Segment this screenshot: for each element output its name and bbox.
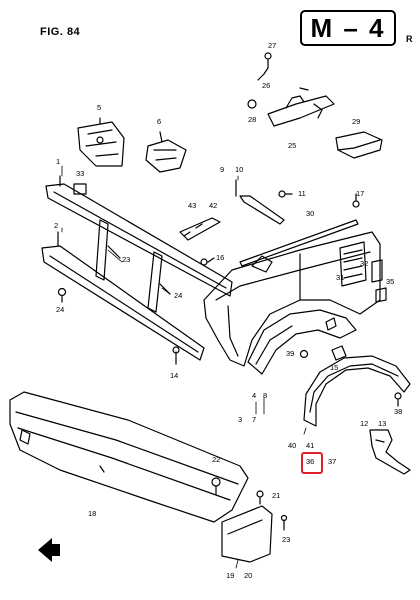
callout-26: 25 xyxy=(288,141,297,150)
callout-43: 42 xyxy=(209,201,218,210)
part-22-bolt xyxy=(211,477,221,495)
section-code-badge: M – 4 xyxy=(300,10,396,46)
callout-27: 26 xyxy=(262,81,271,90)
callout-36: 35 xyxy=(386,277,395,286)
part-17-bolt xyxy=(352,193,360,208)
part-43-bracket xyxy=(179,217,221,241)
callout-24-upper: 23 xyxy=(122,255,131,264)
callout-30: 29 xyxy=(352,117,361,126)
part-12-mud-guard xyxy=(369,429,411,475)
part-24-uprights xyxy=(95,219,171,313)
callout-22: 22 xyxy=(212,455,221,464)
callout-41: 40 xyxy=(288,441,297,450)
callout-23: 23 xyxy=(282,535,291,544)
part-2-lower-support xyxy=(41,231,205,361)
callout-25: 24 xyxy=(56,305,65,314)
part-37-wheel-arch-extension xyxy=(303,355,411,427)
callout-1: 1 xyxy=(56,157,61,166)
callout-39: 38 xyxy=(394,407,403,416)
callout-34: 33 xyxy=(76,169,85,178)
callout-28: 27 xyxy=(268,41,277,50)
callout-19: 19 xyxy=(226,571,235,580)
part-14-bolt xyxy=(172,346,180,365)
part-26-jack-assembly xyxy=(247,52,335,127)
highlight-box-part-37 xyxy=(301,452,323,474)
part-30-block xyxy=(335,131,383,159)
callout-11: 11 xyxy=(298,189,306,198)
callout-13: 13 xyxy=(378,419,387,428)
part-34-clip xyxy=(73,183,87,195)
figure-title: FIG. 84 xyxy=(40,26,81,38)
part-18-front-bumper xyxy=(9,391,249,523)
part-31-trim-strip xyxy=(239,219,359,267)
part-23-screw xyxy=(280,514,288,531)
part-39-screw xyxy=(394,392,402,407)
part-9-10-rod xyxy=(235,179,285,225)
callout-8: 8 xyxy=(263,391,268,400)
callout-21: 21 xyxy=(272,491,281,500)
callout-9: 9 xyxy=(220,165,225,174)
callout-16: 16 xyxy=(216,253,225,262)
callout-14: 14 xyxy=(170,371,179,380)
callout-2: 2 xyxy=(54,221,59,230)
callout-6: 6 xyxy=(157,117,162,126)
part-25-bolt xyxy=(57,287,67,303)
callout-38: 37 xyxy=(328,457,337,466)
part-21-bolt xyxy=(256,490,264,505)
part-5-bracket xyxy=(77,121,125,167)
callout-24-lower: 24 xyxy=(174,291,183,300)
callout-18: 18 xyxy=(88,509,97,518)
callout-15: 15 xyxy=(330,363,339,372)
leader-lines xyxy=(61,165,307,569)
callout-40: 39 xyxy=(286,349,295,358)
part-35-clip xyxy=(331,345,347,361)
callout-3: 3 xyxy=(238,415,243,424)
part-16-bolt xyxy=(200,257,215,266)
part-19-bumper-end-cap xyxy=(221,505,273,563)
callout-31: 30 xyxy=(306,209,315,218)
front-direction-arrow xyxy=(38,538,60,562)
callout-42: 41 xyxy=(306,441,315,450)
callout-10: 10 xyxy=(235,165,244,174)
part-11-bolt xyxy=(278,190,293,198)
callout-7: 7 xyxy=(252,415,257,424)
front-fender-assembly xyxy=(203,231,387,367)
part-36-fender-liner xyxy=(247,309,357,375)
edge-mark: R xyxy=(406,34,413,44)
part-40-fastener xyxy=(299,349,309,359)
callout-4: 4 xyxy=(252,391,257,400)
part-1-radiator-support xyxy=(45,175,233,297)
callout-37: 36 xyxy=(306,457,315,466)
callout-20: 20 xyxy=(244,571,253,580)
callout-5: 5 xyxy=(97,103,102,112)
callout-44: 43 xyxy=(188,201,197,210)
part-6-bracket xyxy=(145,139,187,173)
callout-33: 32 xyxy=(360,259,369,268)
leader-6 xyxy=(159,131,163,143)
callout-17: 17 xyxy=(356,189,365,198)
callout-32: 31 xyxy=(336,273,345,282)
callout-29: 28 xyxy=(248,115,257,124)
callout-12: 12 xyxy=(360,419,369,428)
part-15-clip xyxy=(325,317,337,331)
